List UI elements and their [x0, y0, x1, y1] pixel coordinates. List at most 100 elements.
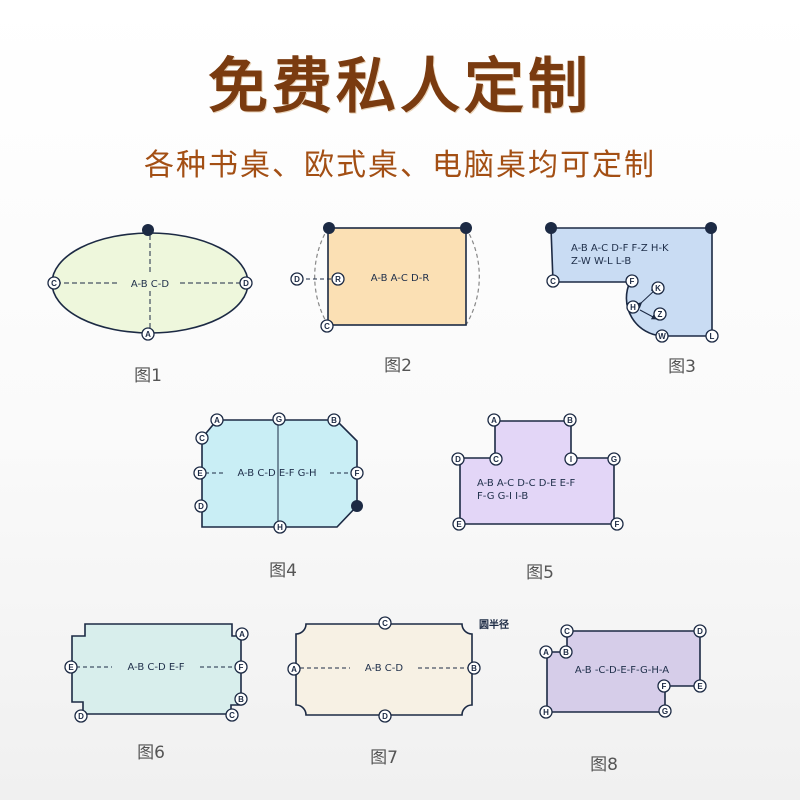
figure-4-point-a: A — [210, 413, 224, 427]
figure-6-caption: 图6 — [137, 743, 165, 763]
figure-4-point-f: F — [350, 466, 364, 480]
svg-text:B: B — [238, 695, 244, 704]
svg-text:A: A — [145, 330, 151, 339]
svg-text:G: G — [276, 415, 282, 424]
figure-1-point-top — [142, 224, 154, 236]
svg-text:F: F — [355, 469, 360, 478]
svg-text:F: F — [630, 277, 635, 286]
svg-text:D: D — [243, 279, 249, 288]
figure-6: A-B C-D E-F A E F B D C 图6 — [64, 623, 249, 763]
figure-7-caption: 图7 — [370, 748, 398, 768]
figure-2-shape — [327, 227, 467, 326]
figure-3-point-k: K — [651, 281, 665, 295]
figure-8-point-e: E — [693, 679, 707, 693]
svg-text:F: F — [662, 682, 667, 691]
svg-text:C: C — [550, 277, 556, 286]
figure-6-point-d: D — [74, 709, 88, 723]
figure-6-dims: A-B C-D E-F — [127, 662, 184, 673]
figure-3-point-h: H — [626, 300, 640, 314]
svg-text:H: H — [630, 303, 636, 312]
figure-8-point-c: C — [560, 624, 574, 638]
figure-5-dims-1: A-B A-C D-C D-E E-F — [477, 478, 576, 489]
figure-5-point-i: I — [564, 452, 578, 466]
figure-1-caption: 图1 — [134, 366, 162, 386]
figure-5-shape — [459, 420, 615, 525]
figure-8-point-d: D — [693, 624, 707, 638]
figure-8-dims: A-B -C-D-E-F-G-H-A — [575, 665, 669, 676]
svg-text:A: A — [214, 416, 220, 425]
figure-4-point-b: B — [327, 413, 341, 427]
figure-7-note: 圆半径 — [479, 618, 509, 631]
figure-4-dims: A-B C-D E-F G-H — [237, 468, 316, 479]
svg-text:B: B — [567, 416, 573, 425]
svg-text:G: G — [611, 455, 617, 464]
svg-text:R: R — [335, 275, 341, 284]
figure-7-shape — [295, 623, 473, 716]
figure-2-caption: 图2 — [384, 356, 412, 376]
figure-5: A-B A-C D-C D-E E-F F-G G-I I-B A B D C … — [451, 413, 624, 583]
figure-5-point-f: F — [610, 517, 624, 531]
svg-text:D: D — [382, 712, 388, 721]
figure-2-point-d: D — [290, 272, 304, 286]
figure-4-caption: 图4 — [269, 561, 297, 581]
figure-8-point-h: H — [539, 705, 553, 719]
figure-4-point-h: H — [273, 520, 287, 534]
figure-1-point-c: C — [47, 276, 61, 290]
figure-3-point-l: L — [705, 329, 719, 343]
figure-4-point-g: G — [272, 412, 286, 426]
svg-text:H: H — [543, 708, 549, 717]
figure-3-dims-2: Z-W W-L L-B — [571, 256, 631, 267]
figure-8-point-b: B — [559, 645, 573, 659]
figure-3-point-c: C — [546, 274, 560, 288]
svg-text:A: A — [239, 630, 245, 639]
figure-8-caption: 图8 — [590, 755, 618, 775]
svg-text:C: C — [199, 434, 205, 443]
svg-text:I: I — [570, 455, 572, 464]
figure-8-point-f: F — [657, 679, 671, 693]
page-subtitle: 各种书桌、欧式桌、电脑桌均可定制 — [144, 148, 656, 183]
svg-text:B: B — [471, 664, 477, 673]
svg-text:C: C — [382, 619, 388, 628]
figure-5-point-a: A — [487, 413, 501, 427]
svg-text:D: D — [198, 502, 204, 511]
figure-3: A-B A-C D-F F-Z H-K Z-W W-L L-B C F K H … — [545, 222, 719, 377]
figure-7-point-d: D — [378, 709, 392, 723]
figure-5-dims-2: F-G G-I I-B — [477, 491, 528, 502]
svg-text:E: E — [456, 520, 462, 529]
svg-text:C: C — [324, 322, 330, 331]
svg-text:E: E — [68, 663, 74, 672]
svg-text:A: A — [491, 416, 497, 425]
svg-text:D: D — [294, 275, 300, 284]
svg-text:B: B — [331, 416, 337, 425]
figure-1: A-B C-D C D A 图1 — [47, 224, 253, 386]
figure-7-point-a: A — [287, 662, 301, 676]
figure-2-point-r: R — [331, 272, 345, 286]
figure-2-point-c: C — [320, 319, 334, 333]
svg-text:A: A — [543, 648, 549, 657]
figure-5-point-b: B — [563, 413, 577, 427]
figure-7-point-b: B — [467, 661, 481, 675]
figure-7-point-c: C — [378, 616, 392, 630]
svg-text:C: C — [564, 627, 570, 636]
svg-text:W: W — [658, 332, 666, 341]
figure-6-point-a: A — [235, 627, 249, 641]
svg-text:F: F — [615, 520, 620, 529]
svg-text:C: C — [51, 279, 57, 288]
figure-4-point-e: E — [193, 466, 207, 480]
svg-text:G: G — [662, 707, 668, 716]
figure-5-point-g: G — [607, 452, 621, 466]
figure-4-point-d: D — [194, 499, 208, 513]
figure-7: A-B C-D 圆半径 C A B D 图7 — [287, 616, 509, 768]
svg-text:E: E — [697, 682, 703, 691]
figure-1-dims: A-B C-D — [131, 279, 170, 290]
svg-text:C: C — [229, 711, 235, 720]
svg-text:F: F — [239, 663, 244, 672]
figure-6-point-e: E — [64, 660, 78, 674]
figure-4-point-c: C — [195, 431, 209, 445]
figure-8-point-a: A — [539, 645, 553, 659]
svg-text:A: A — [291, 665, 297, 674]
figure-4: A-B C-D E-F G-H A G B C E F D — [193, 412, 364, 581]
svg-text:D: D — [455, 455, 461, 464]
figure-6-point-c: C — [225, 708, 239, 722]
